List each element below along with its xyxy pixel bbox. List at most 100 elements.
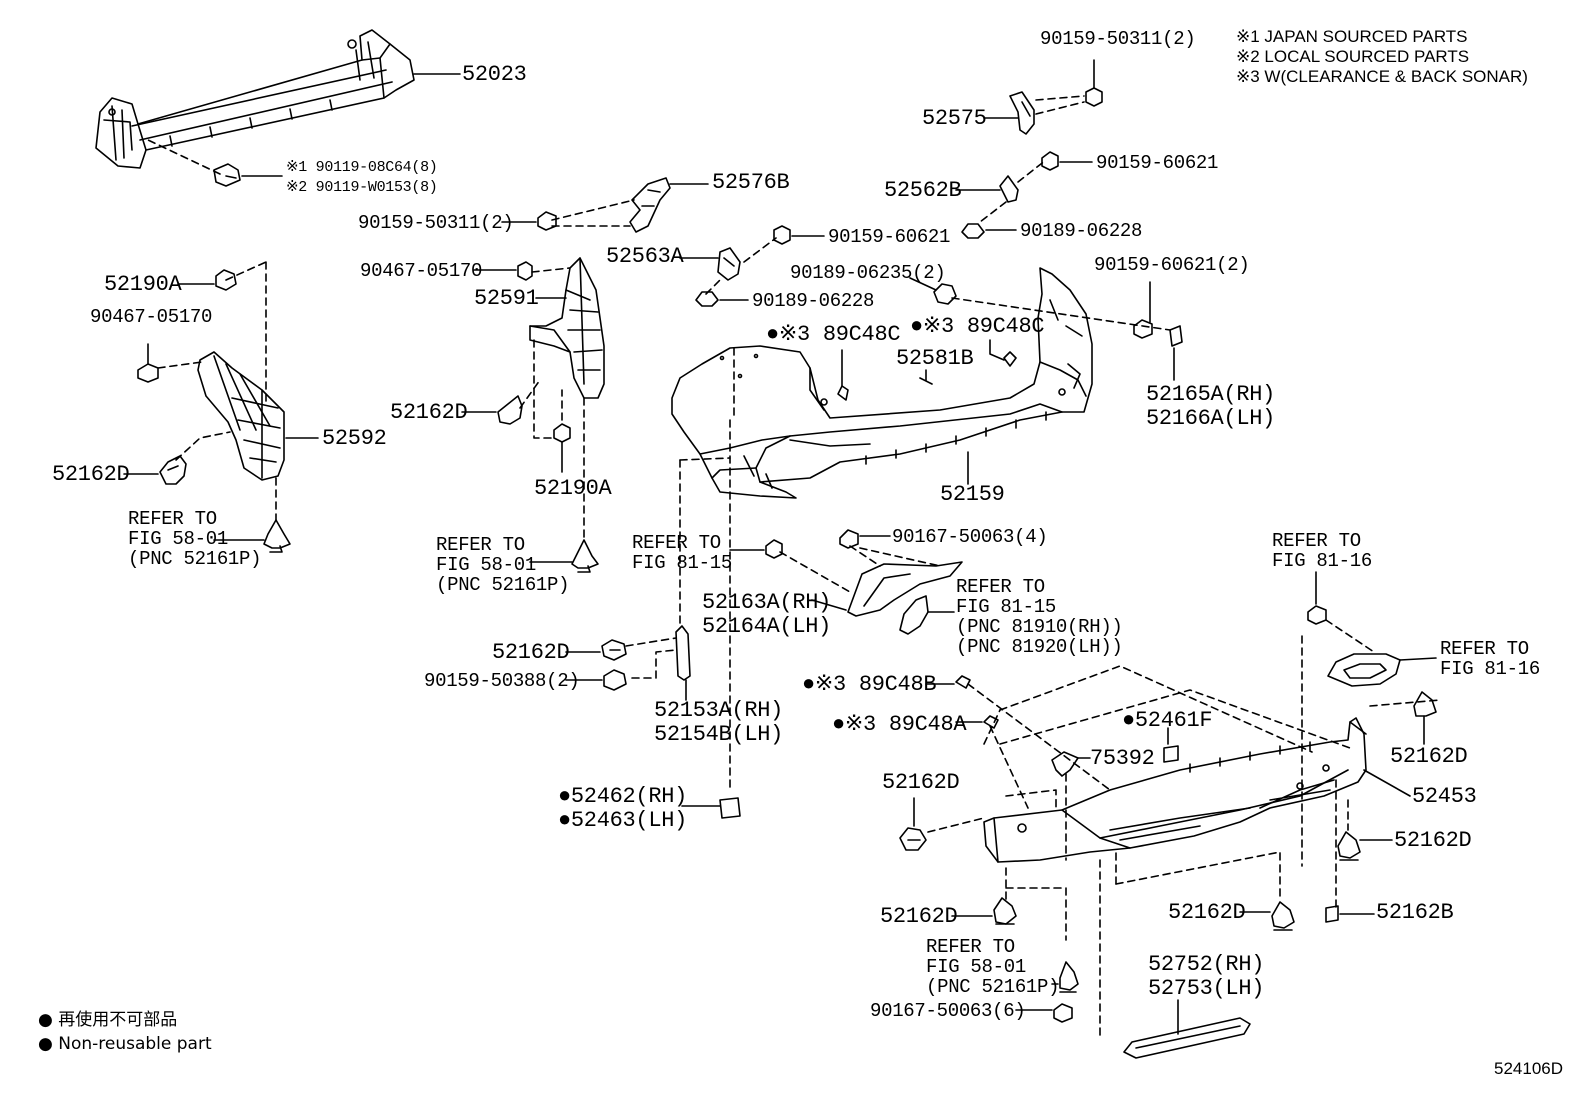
clip-52162d-a [159, 455, 187, 485]
dash-75392-b [1005, 789, 1057, 811]
label-52752: 52752(RH) [1148, 952, 1265, 977]
dash-90467-m [531, 267, 571, 273]
label-89c48c-a: ●※3 89C48C [766, 322, 901, 347]
label-89c48b: ●※3 89C48B [802, 672, 937, 697]
label-ref4-b: FIG 81-15 [956, 596, 1056, 618]
dash-52162d-b [519, 379, 541, 409]
label-52190a-m: 52190A [534, 476, 612, 501]
sensor-89c48c-b [1003, 351, 1017, 367]
clip-52162d-d [899, 827, 927, 851]
lower-cover-52453 [983, 717, 1367, 863]
label-90159-60621-c: 90159-60621(2) [1094, 254, 1250, 276]
nut-ref3 [765, 539, 783, 559]
note-1: ※1 JAPAN SOURCED PARTS [1236, 27, 1468, 46]
label-52592: 52592 [322, 426, 387, 451]
nut-52190a-m [553, 423, 571, 443]
label-52563a: 52563A [606, 244, 684, 269]
molding-52752 [1123, 1017, 1251, 1059]
label-90467-05170-m: 90467-05170 [360, 260, 483, 282]
clip-ref1 [263, 519, 291, 553]
bracket-52576b [629, 177, 671, 233]
label-ref5-b: FIG 81-16 [1272, 550, 1372, 572]
bracket-52591 [529, 257, 605, 399]
dash-52153a-top2 [679, 457, 731, 461]
leader-90189-06235 [909, 277, 937, 291]
nut-52190a-l [215, 269, 237, 291]
label-90119-08c64: ※1 90119-08C64(8) [286, 159, 438, 176]
label-89c48c-b: ●※3 89C48C [910, 314, 1045, 339]
label-52462: ●52462(RH) [558, 784, 688, 809]
label-52162d-h: 52162D [1168, 900, 1246, 925]
dash-90167-50063-a [849, 545, 941, 567]
clip-ref2 [571, 539, 599, 573]
label-90167-50063-b: 90167-50063(6) [870, 1000, 1026, 1022]
dash-bolt-90119 [147, 139, 221, 175]
nut-90189-06228-b [961, 223, 985, 239]
pad-52165a [1169, 325, 1183, 347]
label-90467-05170-l: 90467-05170 [90, 306, 213, 328]
nut-90189-06235 [933, 283, 957, 305]
screw-90167-50063-b [1053, 1003, 1073, 1023]
clip-75392 [1051, 751, 1079, 777]
label-90189-06235: 90189-06235(2) [790, 262, 946, 284]
nut-90189-06228-a [695, 291, 719, 307]
label-90159-50311-a: 90159-50311(2) [358, 212, 514, 234]
dash-ref3 [779, 551, 851, 593]
bolt-90159-60621-c [1133, 319, 1153, 339]
screw-90167-50063-a [839, 529, 859, 549]
dash-52162d-c [625, 637, 677, 647]
pad-52461f [1163, 745, 1179, 763]
reflector-81910 [899, 595, 929, 635]
legend-jp: ● 再使用不可部品 [38, 1010, 178, 1030]
dash-52162d-d [927, 817, 985, 833]
label-52162d-b: 52162D [390, 400, 468, 425]
label-90159-60621-a: 90159-60621 [828, 226, 951, 248]
dash-90159-50311-a [551, 199, 635, 227]
dash-89c48b [967, 683, 1111, 791]
label-ref3-b: FIG 81-15 [632, 552, 732, 574]
dash-52190a-l [225, 261, 267, 281]
label-52461f: ●52461F [1122, 708, 1213, 733]
dash-52162d-e [1369, 699, 1441, 707]
leader-52163a [811, 599, 847, 611]
dash-52162d-h [1115, 851, 1281, 901]
label-90119-w0153: ※2 90119-W0153(8) [286, 179, 438, 196]
label-52581b: 52581B [896, 346, 974, 371]
bumper-cover-52159 [671, 267, 1093, 499]
bolt-90159-50311-b [1085, 87, 1103, 107]
note-2: ※2 LOCAL SOURCED PARTS [1236, 47, 1470, 66]
label-52164a: 52164A(LH) [702, 614, 832, 639]
label-52562b: 52562B [884, 178, 962, 203]
bracket-52562b [999, 175, 1019, 203]
nut-ref5 [1307, 605, 1327, 625]
dash-90159-50388 [631, 649, 677, 679]
label-ref1-b: FIG 58-01 [128, 528, 228, 550]
label-ref6-a: REFER TO [1440, 638, 1529, 660]
label-90189-06228-a: 90189-06228 [752, 290, 875, 312]
label-52166a: 52166A(LH) [1146, 406, 1276, 431]
bracket-52563a [717, 247, 741, 281]
label-ref7-b: FIG 58-01 [926, 956, 1026, 978]
clip-52162d-g [1337, 831, 1361, 861]
clip-52162d-h [1271, 901, 1295, 931]
screw-90467-m [517, 261, 533, 281]
screw-90467-l [137, 343, 159, 383]
label-ref6-b: FIG 81-16 [1440, 658, 1540, 680]
leader-ref6 [1399, 657, 1437, 661]
label-ref2-c: (PNC 52161P) [436, 574, 570, 596]
dash-ref7 [1005, 887, 1067, 941]
label-90159-50388: 90159-50388(2) [424, 670, 580, 692]
figure-id: 524106D [1494, 1059, 1564, 1078]
bracket-52592 [197, 351, 285, 481]
label-89c48a: ●※3 89C48A [832, 712, 967, 737]
label-ref4-c: (PNC 81910(RH)) [956, 616, 1123, 638]
label-ref7-c: (PNC 52161P) [926, 976, 1060, 998]
dash-lower-upper [999, 665, 1313, 753]
retainer-52153a [675, 625, 691, 681]
label-52591: 52591 [474, 286, 539, 311]
label-ref4-a: REFER TO [956, 576, 1045, 598]
dash-bumper-top [951, 297, 1171, 331]
leader-52453 [1363, 769, 1411, 797]
label-ref4-d: (PNC 81920(LH)) [956, 636, 1123, 658]
